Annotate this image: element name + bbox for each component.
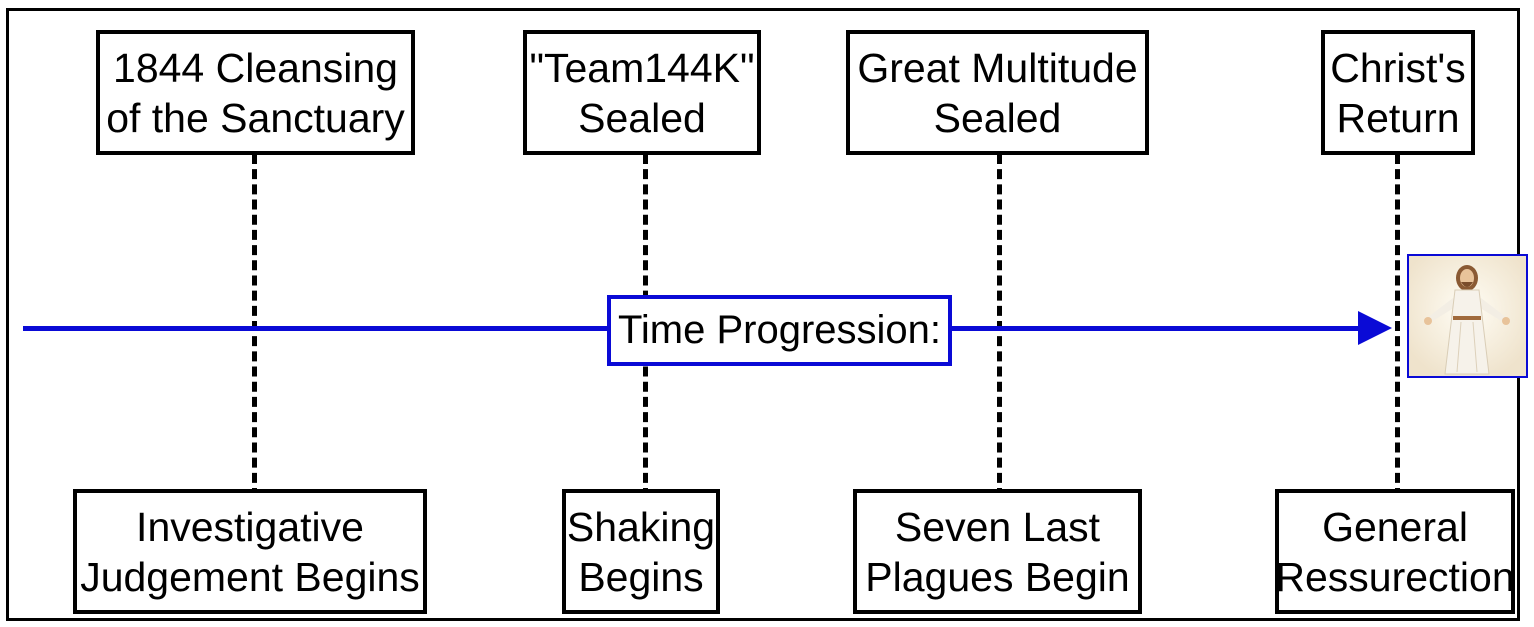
bottom-event-line: Begins (578, 553, 704, 600)
top-event-line: Return (1336, 94, 1460, 141)
bottom-event-line: Seven Last (894, 503, 1101, 550)
event-marker-christ-return (1395, 154, 1400, 498)
bottom-event-line: Investigative (136, 503, 364, 550)
bottom-event-line: Ressurection (1275, 553, 1515, 600)
top-event-line: Sealed (933, 94, 1062, 141)
top-event-line: 1844 Cleansing (113, 44, 398, 91)
top-event-1844: 1844 Cleansing of the Sanctuary (96, 30, 415, 155)
bottom-event-general-resurrection: General Ressurection (1275, 489, 1515, 614)
top-event-line: Great Multitude (857, 44, 1138, 91)
top-event-line: Sealed (578, 94, 706, 141)
timeline-label: Time Progression: (607, 295, 952, 366)
top-event-line: of the Sanctuary (106, 94, 405, 141)
bottom-event-line: Shaking (566, 503, 716, 550)
top-event-line: "Team144K" (529, 44, 755, 91)
bottom-event-line: Plagues Begin (865, 553, 1130, 600)
diagram-frame: Time Progression: 1844 Cleansing of the … (6, 8, 1520, 621)
bottom-event-seven-plagues: Seven Last Plagues Begin (853, 489, 1142, 614)
top-event-great-multitude: Great Multitude Sealed (846, 30, 1149, 155)
bottom-event-line: General (1322, 503, 1468, 550)
bottom-event-investigative-judgement: Investigative Judgement Begins (73, 489, 427, 614)
christ-figure-icon (1407, 254, 1528, 378)
top-event-line: Christ's (1330, 44, 1466, 91)
top-event-christ-return: Christ's Return (1321, 30, 1475, 155)
arrow-right-icon (1358, 311, 1392, 345)
bottom-event-line: Judgement Begins (80, 553, 420, 600)
bottom-event-shaking: Shaking Begins (562, 489, 720, 614)
top-event-team144k: "Team144K" Sealed (523, 30, 761, 155)
